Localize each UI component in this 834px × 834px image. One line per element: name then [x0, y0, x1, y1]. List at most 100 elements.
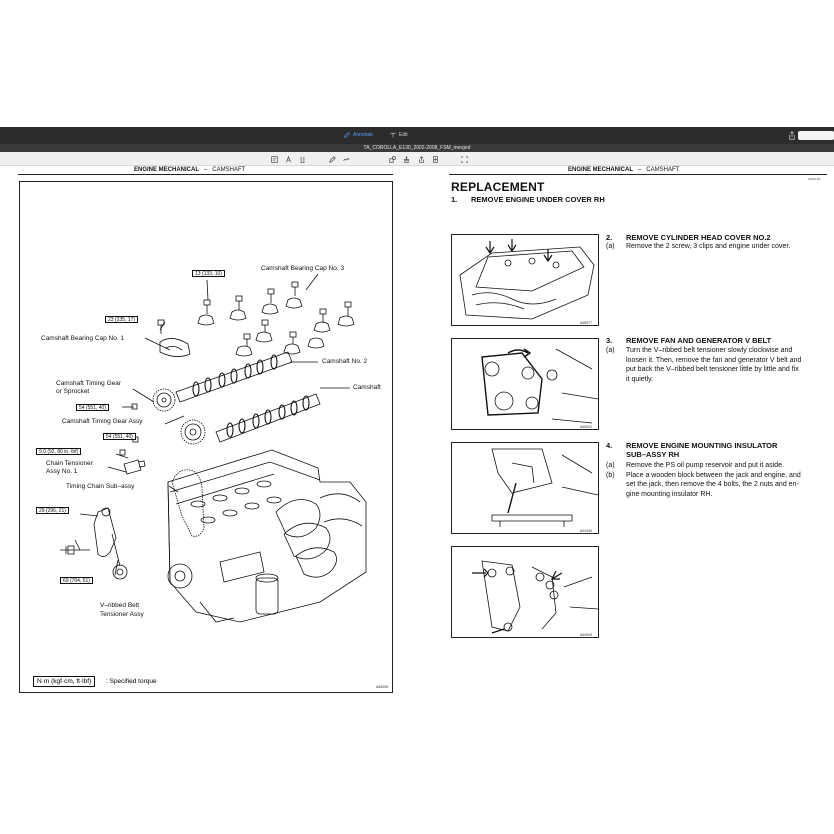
step2-heading: 2. REMOVE CYLINDER HEAD COVER NO.2	[606, 233, 771, 242]
right-running-head-title: ENGINE MECHANICAL	[568, 167, 633, 173]
diagram-drawing	[60, 273, 367, 623]
cylinder-head-cover-drawing	[459, 239, 595, 320]
torque-54-b: 54 (551, 40)	[103, 433, 136, 440]
step3-title: REMOVE FAN AND GENERATOR V BELT	[626, 336, 772, 345]
step4-b-line3: gine mounting insulator RH.	[626, 490, 713, 498]
left-running-head: ENGINE MECHANICAL – CAMSHAFT	[134, 167, 245, 173]
callout-vbelt-tensioner-assy: Tensioner Assy	[100, 611, 144, 618]
share-icon[interactable]	[788, 131, 796, 140]
step3-figure-code: A60622	[580, 425, 593, 429]
annotate-mode-label: Annotate	[353, 132, 374, 138]
text-select-icon[interactable]	[270, 155, 278, 163]
shapes-icon[interactable]	[388, 155, 396, 163]
edit-mode-button[interactable]: Edit	[390, 132, 408, 138]
callout-timing-chain: Timing Chain Sub–assy	[66, 483, 135, 490]
callout-camshaft-no2: Camshaft No. 2	[322, 358, 368, 365]
step3-a-label: (a)	[606, 347, 615, 354]
right-running-head-sub: CAMSHAFT	[646, 167, 680, 173]
step4-figure-code: A01045	[580, 529, 593, 533]
step3-a-line1: Turn the V–ribbed belt tensioner slowly …	[626, 347, 793, 354]
right-running-head-sep: –	[637, 167, 642, 173]
step4-title-line2: SUB–ASSY RH	[626, 450, 680, 459]
callout-vbelt-tensioner: V–ribbed Belt	[100, 602, 140, 609]
step4-body: (a) Remove the PS oil pump reservoir and …	[606, 461, 828, 499]
step4-heading: 4.REMOVE ENGINE MOUNTING INSULATOR SUB–A…	[606, 441, 828, 459]
step3-a-line3: put back the V–ribbed belt tensioner lit…	[626, 366, 799, 373]
left-running-head-title: ENGINE MECHANICAL	[134, 167, 199, 173]
torque-13: 13 (133, 10)	[192, 270, 225, 277]
add-page-icon[interactable]	[431, 155, 439, 163]
pen-icon[interactable]	[328, 155, 336, 163]
annotate-mode-button[interactable]: Annotate	[344, 132, 373, 138]
main-toolbar: Annotate Edit	[0, 127, 834, 144]
torque-54-a: 54 (551, 40)	[76, 404, 109, 411]
step4-b-label: (b)	[606, 471, 615, 479]
step4-number: 4.	[606, 441, 613, 450]
crop-icon[interactable]	[460, 155, 468, 163]
left-running-head-sep: –	[203, 167, 208, 173]
document-title: TA_COROLLA_E130_2002-2008_FSM_merged	[363, 145, 471, 151]
v-belt-drawing	[481, 348, 599, 424]
page-id: 1MA0-0U	[808, 177, 821, 181]
callout-timing-gear-assy: Camshaft Timing Gear Assy	[62, 418, 143, 425]
callout-timing-gear: Camshaft Timing Gear	[56, 380, 122, 387]
step2-number: 2.	[606, 233, 613, 242]
step3-body: (a) Turn the V–ribbed belt tensioner slow…	[606, 346, 828, 384]
torque-69: 69 (704, 51)	[60, 577, 93, 584]
figure-mount-bolts: A64005	[451, 546, 599, 638]
share-page-icon[interactable]	[417, 155, 425, 163]
step2-figure-code: A65077	[580, 321, 593, 325]
section-title: REPLACEMENT	[451, 180, 545, 194]
step1-title: REMOVE ENGINE UNDER COVER RH	[471, 195, 605, 204]
step3-a-line4: it quietly.	[626, 375, 654, 383]
highlight-icon[interactable]	[298, 155, 306, 163]
edit-mode-label: Edit	[399, 132, 408, 138]
left-figure-code: A64006	[376, 685, 389, 689]
step4-a-label: (a)	[606, 462, 615, 469]
callout-camshaft: Camshaft	[353, 384, 381, 391]
right-running-head: ENGINE MECHANICAL – CAMSHAFT	[568, 167, 679, 173]
stamp-icon[interactable]	[402, 155, 410, 163]
annotate-pen-icon	[344, 132, 350, 138]
step3-a-line2: loosen it. Then, remove the fan and gene…	[626, 356, 802, 364]
step2-a-label: (a)	[606, 243, 615, 250]
figure-v-belt: A60622	[451, 338, 599, 430]
mount-bolts-drawing	[472, 560, 599, 634]
torque-legend: N·m (kgf·cm, ft·lbf)	[33, 676, 96, 687]
camshaft-exploded-diagram: 13 (133, 10) Camshaft Bearing Cap No. 3 …	[19, 181, 393, 693]
step1-number: 1.	[451, 195, 458, 204]
right-head-rule	[449, 174, 827, 175]
signature-icon[interactable]	[342, 155, 350, 163]
torque-legend-note: : Specified torque	[106, 678, 157, 685]
callout-tensioner-assy-no1: Assy No. 1	[46, 468, 78, 475]
torque-23: 23 (235, 17)	[105, 316, 138, 323]
step1-heading: 1. REMOVE ENGINE UNDER COVER RH	[451, 195, 605, 204]
step2-a-text: Remove the 2 screw, 3 clips and engine u…	[626, 243, 791, 250]
callout-bearing-cap-no3: Camshaft Bearing Cap No. 3	[261, 265, 345, 272]
callout-or-sprocket: or Sprocket	[56, 388, 90, 395]
step3-number: 3.	[606, 336, 613, 345]
callout-bearing-cap-no1: Camshaft Bearing Cap No. 1	[41, 335, 125, 342]
step5-figure-code: A64005	[580, 633, 593, 637]
right-page-footer	[452, 700, 542, 702]
left-page-footer	[20, 700, 110, 702]
document-title-bar: TA_COROLLA_E130_2002-2008_FSM_merged	[0, 144, 834, 152]
desktop-blank-area	[0, 0, 834, 127]
figure-cylinder-head-cover: A65077	[451, 234, 599, 326]
torque-9: 9.0 (92, 80 in.·lbf)	[36, 448, 82, 455]
left-running-head-sub: CAMSHAFT	[212, 167, 246, 173]
step4-a-text: Remove the PS oil pump reservoir and put…	[626, 462, 784, 469]
mount-jack-drawing	[491, 448, 599, 527]
torque-29: 29 (296, 21)	[36, 507, 69, 514]
step3-heading: 3. REMOVE FAN AND GENERATOR V BELT	[606, 336, 771, 345]
document-page: ENGINE MECHANICAL – CAMSHAFT ENGINE MECH…	[0, 166, 834, 834]
font-icon[interactable]	[284, 155, 292, 163]
search-input[interactable]	[798, 131, 834, 140]
step2-body: (a) Remove the 2 screw, 3 clips and engin…	[606, 242, 828, 252]
figure-mount-jack: A01045	[451, 442, 599, 534]
left-head-rule	[18, 174, 393, 175]
step2-title: REMOVE CYLINDER HEAD COVER NO.2	[626, 233, 771, 242]
edit-text-icon	[390, 132, 396, 138]
step4-b-line2: set the jack, then remove the 4 bolts, t…	[626, 481, 799, 488]
